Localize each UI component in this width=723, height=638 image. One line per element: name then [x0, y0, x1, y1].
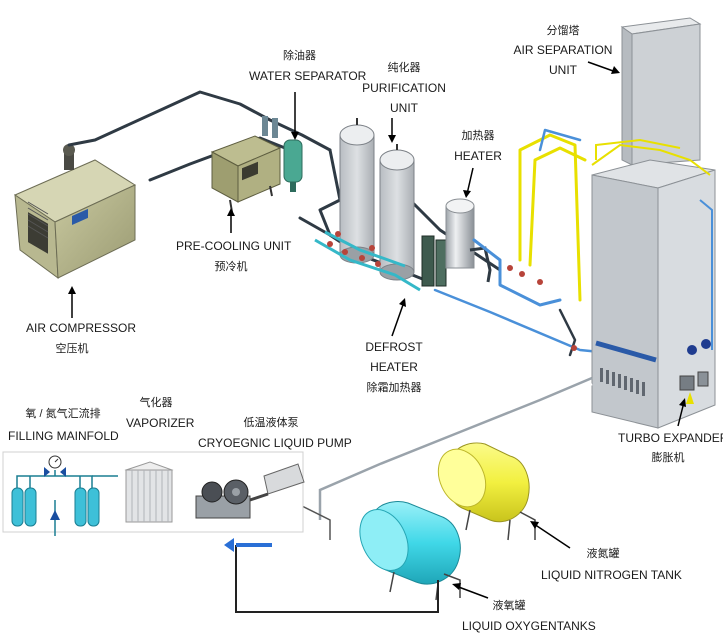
purifier-towers-icon [339, 118, 415, 281]
water-separator-label-en: WATER SEPARATOR [249, 69, 367, 83]
cryogenic-pump-label-en: CRYOEGNIC LIQUID PUMP [198, 436, 352, 450]
air-compressor-label-zh: 空压机 [55, 343, 89, 355]
turbo-expander-label-en: TURBO EXPANDER [618, 431, 723, 445]
heater-icon [445, 198, 492, 283]
filling-manifold-label-zh: 氧 / 氮气汇流排 [25, 408, 101, 420]
liquid-oxygen-label-en: LIQUID OXYGENTANKS [462, 619, 596, 633]
turbo-expander-label-zh: 膨胀机 [651, 452, 685, 464]
flow-arrow-icon [224, 538, 234, 552]
water-separator-icon [262, 116, 303, 192]
turbo-expander-icon [679, 339, 711, 404]
air-separation-label-en2: UNIT [549, 63, 577, 77]
heater-label-zh: 加热器 [461, 130, 495, 142]
heater-label-en: HEATER [454, 149, 502, 163]
cryogenic-pump-label-zh: 低温液体泵 [243, 417, 299, 429]
pressure-gauge-icon [48, 455, 62, 469]
leader-lines [71, 61, 685, 599]
air-separation-label-zh: 分馏塔 [546, 25, 580, 37]
return-flow-line [235, 543, 439, 613]
air-compressor-icon [13, 144, 137, 280]
pre-cooler-icon [210, 135, 282, 213]
filling-manifold-label-en: FILLING MAINFOLD [8, 429, 119, 443]
defrost-label-zh: 除霜加热器 [366, 382, 422, 394]
pre-cooling-label-zh: 预冷机 [214, 261, 248, 273]
vaporizer-label-en: VAPORIZER [126, 416, 195, 430]
liquid-oxygen-label-zh: 液氧罐 [492, 600, 526, 612]
liquid-oxygen-tank-icon [359, 501, 461, 601]
process-pipes-colored [433, 128, 602, 357]
purification-label-zh: 纯化器 [387, 62, 421, 74]
gas-cylinders-icon [11, 467, 118, 536]
cold-box-icon [591, 17, 716, 429]
defrost-heater-icon [421, 235, 447, 287]
air-compressor-label-en: AIR COMPRESSOR [26, 321, 137, 335]
liquid-nitrogen-label-zh: 液氮罐 [586, 548, 620, 560]
air-separation-label-en1: AIR SEPARATION [513, 43, 613, 57]
defrost-label-en1: DEFROST [365, 340, 423, 354]
defrost-label-en2: HEATER [370, 360, 418, 374]
vaporizer-icon [124, 461, 174, 523]
pre-cooling-label-en: PRE-COOLING UNIT [176, 239, 292, 253]
liquid-nitrogen-label-en: LIQUID NITROGEN TANK [541, 568, 682, 582]
valve-manifold [314, 230, 421, 292]
vaporizer-label-zh: 气化器 [139, 397, 173, 409]
purification-label-en1: PURIFICATION [362, 81, 446, 95]
liquid-nitrogen-tank-icon [437, 442, 536, 541]
cryogenic-pump-icon [195, 463, 305, 519]
purification-label-en2: UNIT [390, 101, 418, 115]
water-separator-label-zh: 除油器 [283, 50, 316, 62]
